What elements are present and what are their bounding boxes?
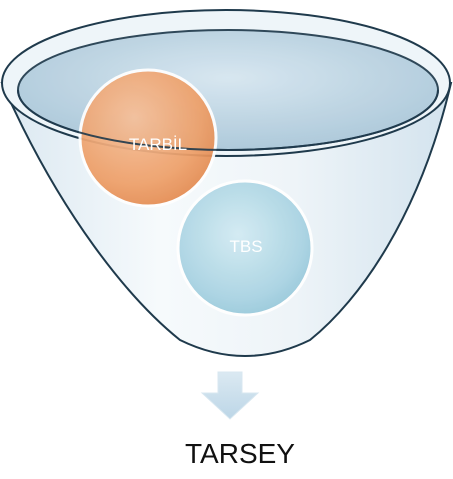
tbs-label: TBS	[229, 237, 263, 256]
tarbil-circle	[78, 68, 218, 208]
output-label: TARSEY	[185, 438, 295, 469]
tbs-circle	[176, 179, 314, 317]
tarbil-label: TARBİL	[128, 135, 188, 154]
funnel-rim-edge	[17, 89, 439, 151]
down-arrow-icon	[200, 371, 260, 420]
